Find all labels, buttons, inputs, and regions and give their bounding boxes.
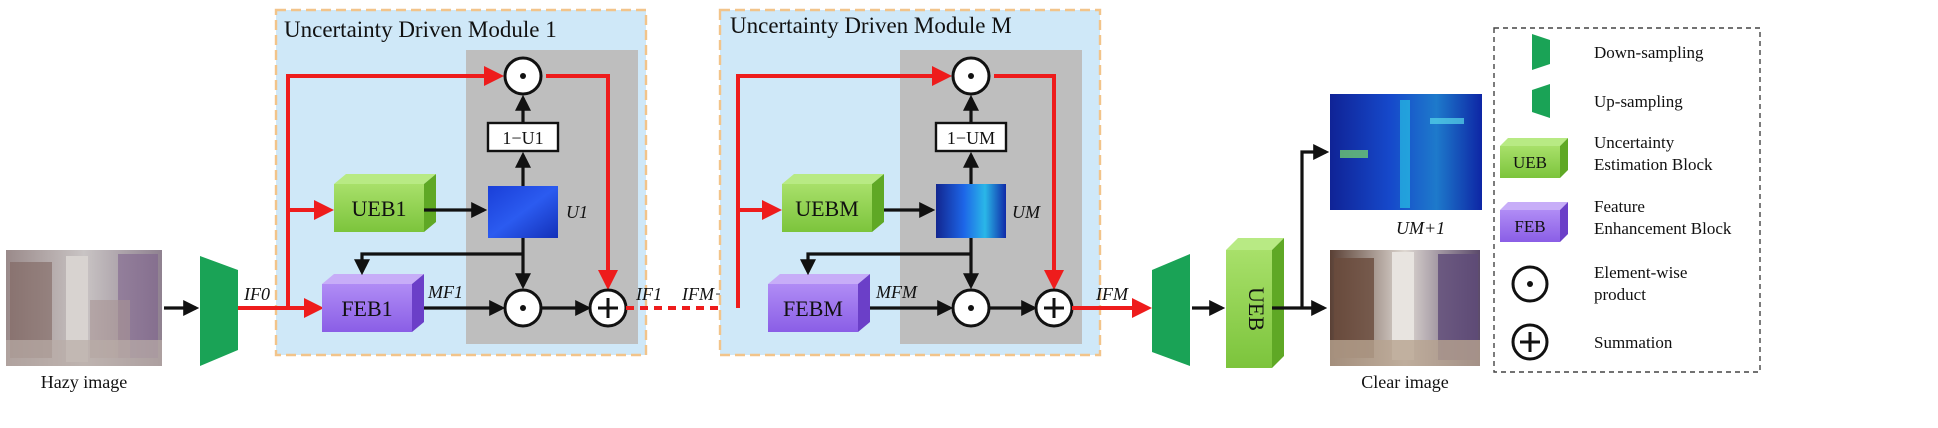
- down-sampling-icon: [1532, 34, 1550, 70]
- ueb-block-1: UEB1: [334, 174, 436, 232]
- legend-up-sampling: Up-sampling: [1594, 92, 1683, 111]
- module-1-title: Uncertainty Driven Module 1: [284, 17, 557, 42]
- clear-output-image: [1330, 250, 1480, 366]
- svg-text:UEB1: UEB1: [352, 196, 407, 221]
- svg-text:FEBM: FEBM: [783, 296, 843, 321]
- up-sampling-icon: [1532, 84, 1550, 118]
- svg-text:UEBM: UEBM: [795, 196, 859, 221]
- svg-text:FEB1: FEB1: [341, 296, 392, 321]
- legend-summation: Summation: [1594, 333, 1673, 352]
- legend-ueb-badge: UEB: [1500, 138, 1568, 178]
- legend-product-line1: Element-wise: [1594, 263, 1687, 282]
- legend: Down-sampling Up-sampling UEB Uncertaint…: [1493, 27, 1761, 373]
- uncertainty-map-final: [1330, 94, 1482, 210]
- svg-text:UEB: UEB: [1513, 153, 1547, 172]
- one-minus-u1: 1−U1: [502, 128, 543, 148]
- uncertainty-driven-module-m: Uncertainty Driven Module M UEBM FEBM UM…: [718, 8, 1102, 357]
- um-label: UM: [1012, 202, 1041, 222]
- legend-down-sampling: Down-sampling: [1594, 43, 1704, 62]
- clear-image-caption: Clear image: [1361, 372, 1448, 392]
- uncertainty-map-1: [488, 186, 558, 238]
- legend-feb-badge: FEB: [1500, 202, 1568, 242]
- legend-feb-line1: Feature: [1594, 197, 1645, 216]
- legend-ueb-line1: Uncertainty: [1594, 133, 1675, 152]
- if1-label: IF1: [635, 284, 662, 304]
- if0-label: IF0: [243, 284, 270, 304]
- ifm-label: IFM: [1095, 284, 1129, 304]
- down-sampling-icon: [200, 256, 238, 366]
- mfm-label: MFM: [875, 282, 918, 302]
- uncertainty-map-m: [936, 184, 1006, 238]
- legend-feb-line2: Enhancement Block: [1594, 219, 1732, 238]
- legend-ueb-line2: Estimation Block: [1594, 155, 1713, 174]
- final-ueb-block: UEB: [1226, 238, 1284, 368]
- up-sampling-icon: [1152, 254, 1190, 366]
- svg-text:FEB: FEB: [1514, 217, 1545, 236]
- ueb-block-m: UEBM: [782, 174, 884, 232]
- hazy-image-caption: Hazy image: [41, 372, 127, 392]
- feb-block-m: FEBM: [768, 274, 870, 332]
- one-minus-um: 1−UM: [947, 128, 995, 148]
- hazy-input-image: [6, 250, 162, 366]
- um-plus-1-label: UM+1: [1396, 218, 1445, 238]
- module-m-title: Uncertainty Driven Module M: [730, 13, 1012, 38]
- uncertainty-driven-module-1: Uncertainty Driven Module 1 UEB1 FEB1 U1…: [238, 8, 648, 357]
- u1-label: U1: [566, 202, 588, 222]
- feb-block-1: FEB1: [322, 274, 424, 332]
- legend-product-line2: product: [1594, 285, 1646, 304]
- mf1-label: MF1: [427, 282, 463, 302]
- svg-text:UEB: UEB: [1244, 287, 1269, 331]
